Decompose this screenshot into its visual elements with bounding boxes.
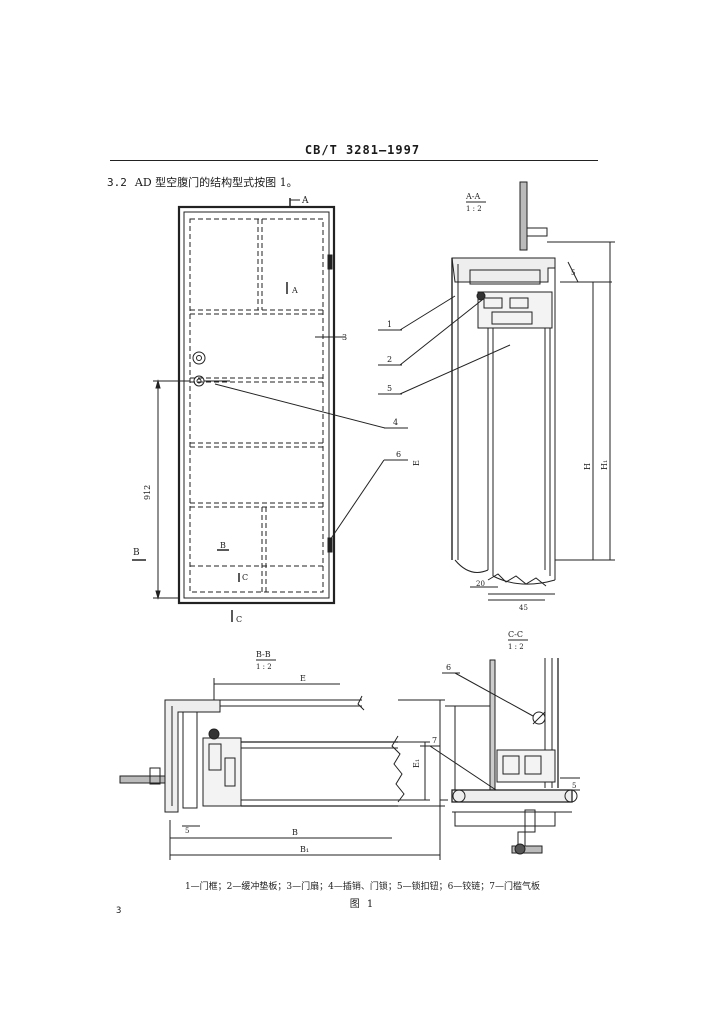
dimension-h1: H₁ bbox=[600, 460, 609, 470]
dimension-e1: E₁ bbox=[412, 759, 421, 768]
leader-label-2: 2 bbox=[387, 355, 392, 364]
section-b-b-drawing bbox=[119, 678, 445, 860]
figure-legend: 1—门框；2—缓冲垫板；3—门扇；4—插销、门锁；5—锁扣钮；6—铰链；7—门槛… bbox=[184, 882, 541, 892]
dimension-b: B bbox=[292, 828, 298, 837]
dimension-e-vertical: E bbox=[412, 460, 421, 466]
section-a-a-drawing bbox=[378, 181, 615, 601]
section-mark-b-left: B bbox=[133, 548, 140, 558]
door-front-elevation bbox=[132, 198, 408, 622]
dimension-b1: B₁ bbox=[300, 845, 309, 854]
section-c-c-title: C-C bbox=[508, 630, 523, 639]
section-mark-a-top: A bbox=[301, 196, 309, 206]
section-a-a-scale: 1 : 2 bbox=[466, 205, 482, 213]
leader-label-4: 4 bbox=[393, 418, 398, 427]
leader-label-1: 1 bbox=[387, 320, 392, 329]
page-number: 3 bbox=[116, 906, 122, 916]
section-mark-a-mid: A bbox=[291, 286, 298, 295]
dimension-20: 20 bbox=[476, 580, 485, 588]
section-mark-c-inner: C bbox=[242, 573, 248, 582]
dimension-5-c: 5 bbox=[572, 782, 576, 790]
section-mark-c-bottom: C bbox=[236, 615, 242, 624]
dimension-h: H bbox=[583, 463, 592, 470]
leader-label-7: 7 bbox=[432, 736, 437, 745]
leader-label-5: 5 bbox=[387, 384, 392, 393]
dimension-5-b: 5 bbox=[185, 827, 189, 835]
section-mark-b-inner: B bbox=[220, 541, 226, 550]
leader-label-3: 3 bbox=[342, 333, 347, 342]
dimension-5: 5 bbox=[571, 269, 575, 277]
header-rule bbox=[110, 160, 598, 161]
dimension-912: 912 bbox=[143, 485, 152, 500]
section-c-c-scale: 1 : 2 bbox=[508, 643, 524, 651]
section-b-b-title: B-B bbox=[256, 650, 271, 659]
leader-label-6-c: 6 bbox=[446, 663, 451, 672]
section-b-b-scale: 1 : 2 bbox=[256, 663, 272, 671]
leader-label-6: 6 bbox=[396, 450, 401, 459]
section-a-a-title: A-A bbox=[465, 192, 480, 201]
section-number: 3.2 bbox=[107, 176, 127, 189]
section-c-c-drawing bbox=[420, 658, 580, 855]
figure-caption: 图 1 bbox=[349, 899, 376, 910]
section-heading: 3.2 AD 型空腹门的结构型式按图 1。 bbox=[107, 174, 298, 190]
dimension-e: E bbox=[300, 674, 306, 683]
standard-number: CB/T 3281—1997 bbox=[304, 143, 421, 157]
section-text: AD 型空腹门的结构型式按图 1。 bbox=[134, 176, 298, 189]
dimension-45: 45 bbox=[519, 604, 528, 612]
